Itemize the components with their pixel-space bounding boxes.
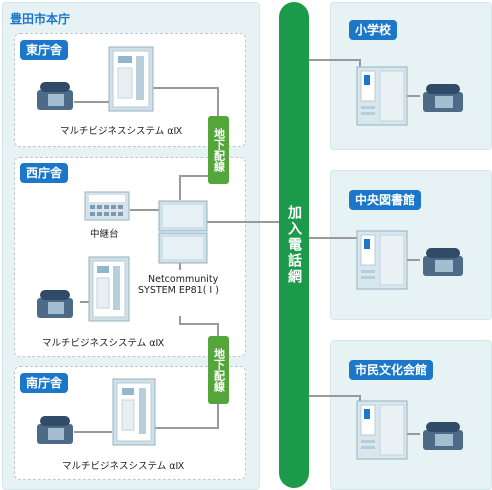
east-building-tag: 東庁舎 (20, 40, 69, 60)
underground-wiring-label-bottom: 地下配線 (208, 336, 229, 404)
phone-icon (420, 420, 466, 456)
west-pbx-label: マルチビジネスシステム αⅨ (42, 338, 165, 349)
east-pbx-label: マルチビジネスシステム αⅨ (60, 126, 183, 137)
phone-icon (34, 288, 76, 324)
ep81-label-line2: SYSTEM EP81( I ) (138, 285, 219, 296)
elementary-school-tag: 小学校 (349, 20, 398, 40)
pbx-server-icon (108, 46, 154, 116)
relay-console-label: 中継台 (90, 229, 119, 240)
underground-wiring-text: 地下配線 (212, 128, 226, 172)
phone-icon (420, 246, 466, 282)
phone-icon (420, 82, 466, 118)
relay-console-icon (84, 190, 130, 226)
phone-icon (34, 80, 76, 116)
pbx-server-icon (356, 66, 408, 130)
cultural-hall-tag: 市民文化会館 (349, 360, 434, 380)
ep81-label-line1: Netcommunity (148, 274, 219, 285)
west-building-tag: 西庁舎 (20, 163, 69, 183)
south-pbx-label: マルチビジネスシステム αⅨ (62, 461, 185, 472)
pbx-server-icon (356, 400, 408, 464)
subscriber-network-label: 加入電話網 (286, 205, 302, 285)
south-building-tag: 南庁舎 (20, 373, 69, 393)
pbx-server-icon (112, 378, 156, 450)
pbx-server-icon (356, 230, 408, 294)
ep81-system-icon (158, 200, 208, 268)
subscriber-network-backbone (279, 2, 309, 488)
underground-wiring-label-top: 地下配線 (208, 116, 229, 184)
central-library-tag: 中央図書館 (349, 190, 422, 210)
city-hall-title: 豊田市本庁 (10, 12, 71, 26)
phone-icon (34, 414, 76, 450)
underground-wiring-text: 地下配線 (212, 348, 226, 392)
pbx-server-icon (88, 256, 130, 326)
